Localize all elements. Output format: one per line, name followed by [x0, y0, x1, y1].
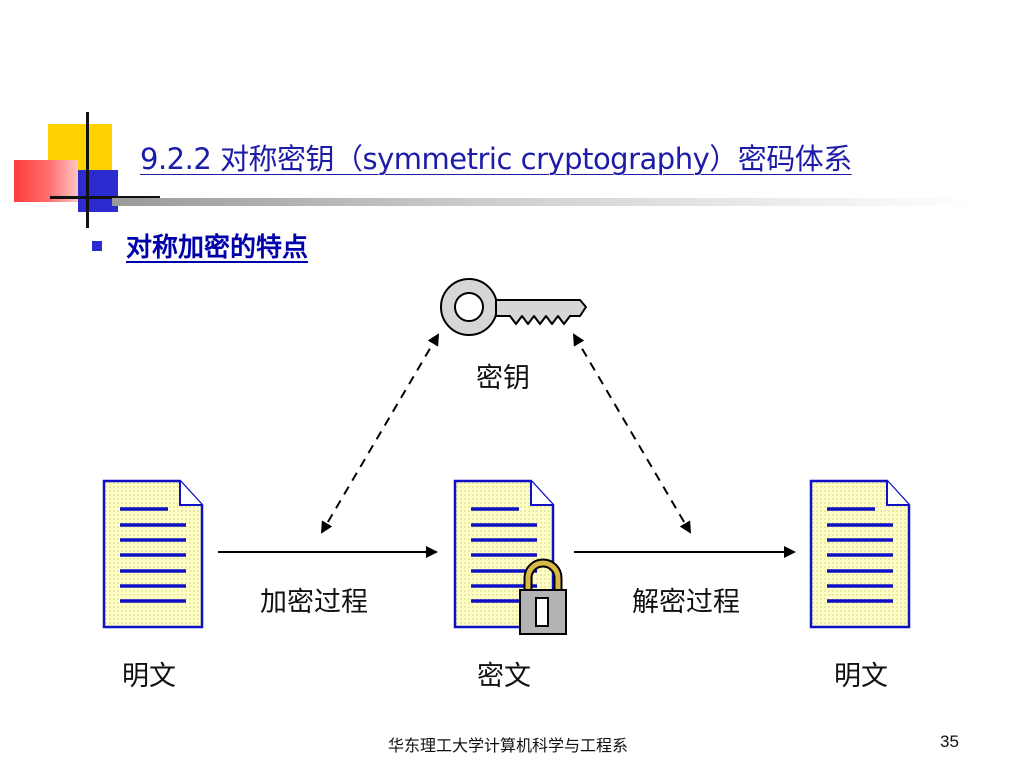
- plaintext-right-label: 明文: [834, 661, 888, 692]
- document-icon: [809, 479, 911, 629]
- decor-horizontal-line: [50, 196, 160, 199]
- key-to-decrypt-arrow: [572, 333, 692, 534]
- ciphertext-label: 密文: [477, 661, 531, 692]
- encrypt-process-label: 加密过程: [260, 587, 368, 618]
- plaintext-left-label: 明文: [122, 661, 176, 692]
- padlock-icon: [519, 558, 567, 635]
- page-number: 35: [940, 732, 959, 751]
- footer-text: 华东理工大学计算机科学与工程系: [388, 736, 629, 755]
- key-to-encrypt-arrow: [320, 333, 440, 534]
- decrypt-process-label: 解密过程: [632, 587, 740, 618]
- title-rule: [112, 198, 972, 206]
- decor-blue-block: [78, 170, 118, 212]
- slide-title: 9.2.2 对称密钥（symmetric cryptography）密码体系: [140, 142, 852, 176]
- key-icon: [440, 278, 587, 336]
- decor-red-block: [14, 160, 78, 202]
- document-icon: [102, 479, 204, 629]
- key-label: 密钥: [476, 363, 530, 394]
- decor-vertical-line: [86, 112, 89, 228]
- bullet-text: 对称加密的特点: [126, 233, 309, 263]
- bullet-square-icon: [92, 241, 102, 251]
